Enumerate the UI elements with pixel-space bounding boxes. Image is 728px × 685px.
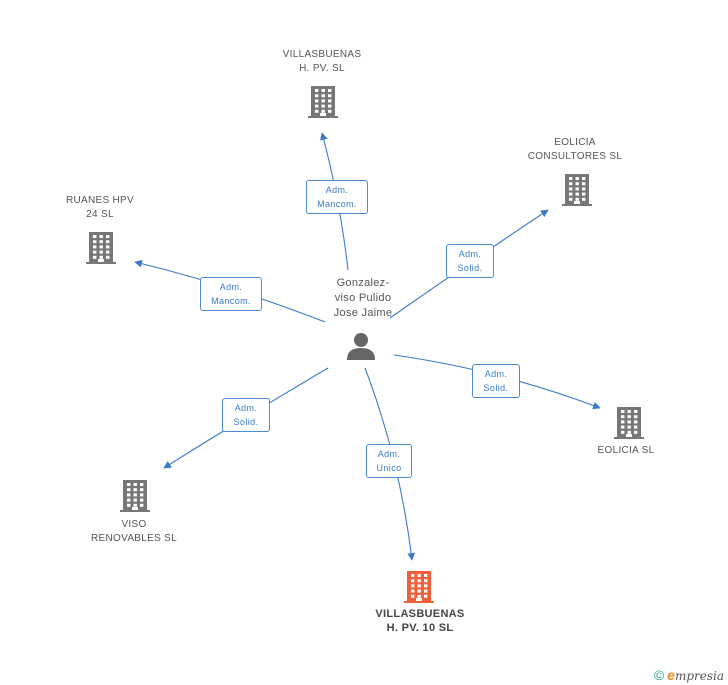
- footer-brand[interactable]: © empresia: [654, 667, 724, 683]
- person-name[interactable]: Gonzalez- viso Pulido Jose Jaime: [333, 277, 393, 319]
- building-icon[interactable]: [404, 569, 434, 608]
- role-label-eolicia-consultores: Adm. Solid.: [446, 244, 494, 278]
- role-label-eolicia: Adm. Solid.: [472, 364, 520, 398]
- company-name: EOLICIA CONSULTORES SL: [527, 137, 623, 162]
- company-villasbuenas-10[interactable]: VILLASBUENAS H. PV. 10 SL: [350, 607, 490, 635]
- company-villasbuenas-hpv[interactable]: VILLASBUENAS H. PV. SL: [262, 48, 382, 76]
- building-icon[interactable]: [562, 172, 592, 211]
- company-name: VISO RENOVABLES SL: [91, 519, 177, 544]
- copyright-icon: ©: [653, 667, 665, 683]
- company-eolicia-consultores[interactable]: EOLICIA CONSULTORES SL: [510, 136, 640, 164]
- role-label-viso-renovables: Adm. Solid.: [222, 398, 270, 432]
- building-icon[interactable]: [86, 230, 116, 269]
- company-name: EOLICIA SL: [597, 445, 655, 456]
- company-name: RUANES HPV 24 SL: [65, 195, 134, 220]
- company-name: VILLASBUENAS H. PV. 10 SL: [375, 608, 465, 634]
- building-icon[interactable]: [308, 84, 338, 123]
- company-name: VILLASBUENAS H. PV. SL: [282, 49, 362, 74]
- person-icon[interactable]: [346, 332, 376, 360]
- role-label-villasbuenas-10: Adm. Unico: [366, 444, 412, 478]
- role-label-villasbuenas-hpv: Adm. Mancom.: [306, 180, 368, 214]
- company-eolicia[interactable]: EOLICIA SL: [580, 444, 672, 458]
- brand-logo-text: mpresia: [674, 669, 724, 683]
- company-viso-renovables[interactable]: VISO RENOVABLES SL: [74, 518, 194, 546]
- role-label-ruanes-hpv: Adm. Mancom.: [200, 277, 262, 311]
- building-icon[interactable]: [614, 405, 644, 444]
- building-icon[interactable]: [120, 478, 150, 517]
- company-ruanes-hpv[interactable]: RUANES HPV 24 SL: [50, 194, 150, 222]
- brand-logo-initial: e: [667, 667, 675, 683]
